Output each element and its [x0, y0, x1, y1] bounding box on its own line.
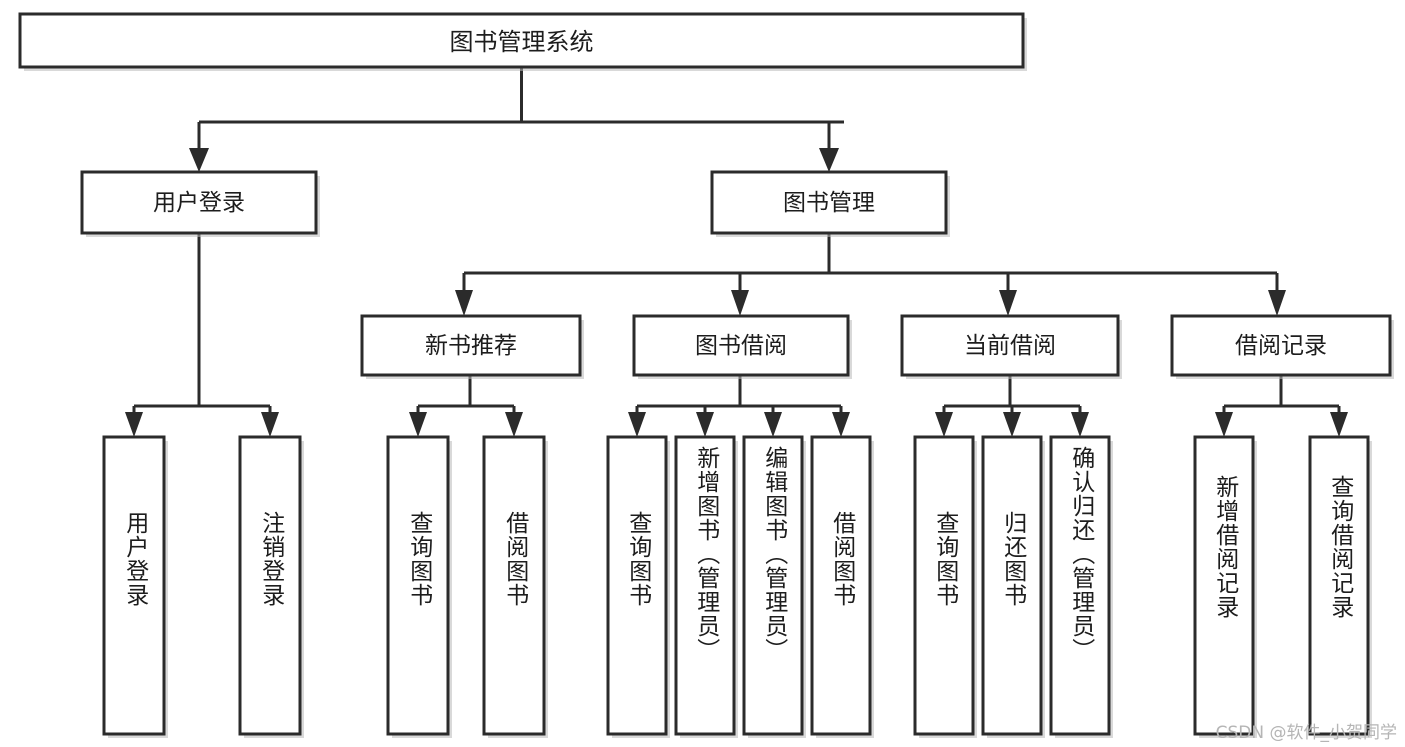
leaf-box-l-cb-query[interactable] [913, 435, 977, 738]
leaf-rect[interactable] [913, 435, 975, 736]
node-current-borrow-label: 当前借阅 [964, 333, 1056, 359]
arrowhead-l-bb-query [628, 412, 646, 437]
node-current-borrow[interactable]: 当前借阅 [900, 314, 1122, 379]
arrowhead-user-login [189, 148, 209, 172]
node-new-book-rec-label: 新书推荐 [425, 333, 517, 359]
leaf-box-l-nbr-query[interactable] [386, 435, 452, 738]
leaf-box-l-nbr-borrow[interactable] [482, 435, 548, 738]
leaf-box-l-cb-confirm[interactable] [1049, 435, 1113, 738]
arrowhead-l-br-add [1215, 412, 1233, 437]
node-book-manage[interactable]: 图书管理 [710, 170, 950, 237]
node-user-login[interactable]: 用户登录 [80, 170, 320, 237]
leaf-rect[interactable] [810, 435, 872, 736]
node-root-rect[interactable] [18, 12, 1025, 69]
arrowhead-current-borrow [999, 290, 1017, 316]
arrowhead-l-bb-add [696, 412, 714, 437]
arrowhead-l-nbr-borrow [505, 412, 523, 437]
arrowhead-l-cb-confirm [1071, 412, 1089, 437]
leaf-box-l-bb-add[interactable] [674, 435, 738, 738]
arrowhead-l-bb-edit [764, 412, 782, 437]
node-layer: 图书管理系统 用户登录 图书管理 新书推荐 [18, 12, 1394, 738]
node-root[interactable]: 图书管理系统 [18, 12, 1027, 71]
arrowhead-l-br-query [1330, 412, 1348, 437]
node-new-book-rec-rect[interactable] [360, 314, 582, 377]
node-book-borrow[interactable]: 图书借阅 [632, 314, 852, 379]
leaf-box-leaf-user-login[interactable] [102, 435, 168, 738]
leaf-rect[interactable] [386, 435, 450, 736]
arrowhead-borrow-record [1268, 290, 1286, 316]
arrowhead-leaf-user-login [125, 412, 143, 437]
leaf-box-l-cb-return[interactable] [981, 435, 1045, 738]
leaf-box-l-br-query[interactable] [1308, 435, 1372, 738]
node-user-login-rect[interactable] [80, 170, 318, 235]
leaf-box-l-bb-edit[interactable] [742, 435, 806, 738]
node-new-book-rec[interactable]: 新书推荐 [360, 314, 584, 379]
arrowhead-new-book-rec [455, 290, 473, 316]
leaf-rect[interactable] [1193, 435, 1255, 736]
arrowhead-leaf-logout [261, 412, 279, 437]
node-current-borrow-rect[interactable] [900, 314, 1120, 377]
leaf-box-l-bb-query[interactable] [606, 435, 670, 738]
arrowhead-book-borrow [731, 290, 749, 316]
node-book-manage-label: 图书管理 [783, 190, 875, 216]
node-user-login-label: 用户登录 [153, 190, 245, 216]
node-book-borrow-label: 图书借阅 [695, 333, 787, 359]
node-borrow-record-label: 借阅记录 [1235, 333, 1327, 359]
arrowhead-l-cb-query [935, 412, 953, 437]
arrowhead-book-manage [819, 148, 839, 172]
leaf-rect[interactable] [1049, 435, 1111, 736]
arrowhead-l-cb-return [1003, 412, 1021, 437]
leaf-rect[interactable] [1308, 435, 1370, 736]
leaf-rect[interactable] [238, 435, 302, 736]
arrowhead-l-nbr-query [409, 412, 427, 437]
leaf-rect[interactable] [674, 435, 736, 736]
node-book-borrow-rect[interactable] [632, 314, 850, 377]
node-borrow-record-rect[interactable] [1170, 314, 1392, 377]
arrowhead-l-bb-borrow [832, 412, 850, 437]
csdn-watermark: CSDN @软件_小贺同学 [1215, 723, 1397, 743]
leaf-rect[interactable] [102, 435, 166, 736]
leaf-rect[interactable] [981, 435, 1043, 736]
node-borrow-record[interactable]: 借阅记录 [1170, 314, 1394, 379]
leaf-box-l-br-add[interactable] [1193, 435, 1257, 738]
node-root-label: 图书管理系统 [450, 28, 594, 56]
leaf-rect[interactable] [606, 435, 668, 736]
leaf-rect[interactable] [742, 435, 804, 736]
node-book-manage-rect[interactable] [710, 170, 948, 235]
edge-layer [125, 67, 1348, 437]
leaf-box-l-bb-borrow[interactable] [810, 435, 874, 738]
leaf-rect[interactable] [482, 435, 546, 736]
leaf-box-leaf-logout[interactable] [238, 435, 304, 738]
